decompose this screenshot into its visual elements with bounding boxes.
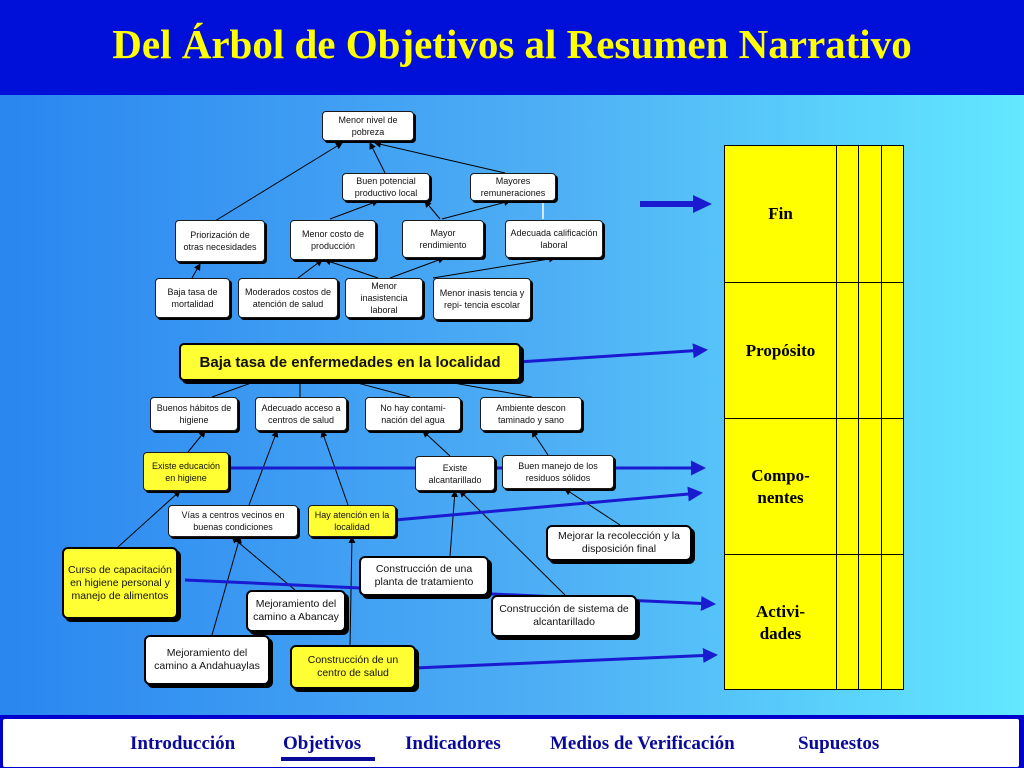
active-tab-underline — [281, 757, 375, 761]
matrix-row-line — [836, 554, 904, 555]
goal-moderados-costos: Moderados costos de atención de salud — [238, 278, 338, 318]
matrix-divider — [881, 146, 882, 689]
means-no-contaminacion: No hay contami- nación del agua — [365, 397, 461, 431]
bottom-nav: Introducción Objetivos Indicadores Medio… — [0, 733, 1024, 759]
footer-bar — [3, 719, 1019, 767]
matrix-row-componentes: Compo- nentes — [725, 419, 836, 555]
means-existe-alcantarillado: Existe alcantarillado — [415, 456, 495, 491]
goal-priorizacion: Priorización de otras necesidades — [175, 220, 265, 262]
matrix-row-line — [836, 418, 904, 419]
means-manejo-residuos: Buen manejo de los residuos sólidos — [502, 455, 614, 489]
goal-baja-mortalidad: Baja tasa de mortalidad — [155, 278, 230, 318]
action-camino-andahuaylas: Mejoramiento del camino a Andahuaylas — [144, 635, 270, 685]
goal-buen-potencial: Buen potencial productivo local — [342, 173, 430, 201]
matrix-divider — [858, 146, 859, 689]
means-educacion-higiene: Existe educación en higiene — [143, 452, 229, 491]
means-buenos-habitos: Buenos hábitos de higiene — [150, 397, 238, 431]
goal-mayor-rendimiento: Mayor rendimiento — [402, 220, 484, 258]
means-vias-centros: Vías a centros vecinos en buenas condici… — [168, 505, 298, 537]
action-recoleccion: Mejorar la recolección y la disposición … — [546, 525, 692, 561]
page-title: Del Árbol de Objetivos al Resumen Narrat… — [112, 21, 912, 67]
action-sistema-alcantarillado: Construcción de sistema de alcantarillad… — [491, 595, 637, 637]
central-objective: Baja tasa de enfermedades en la localida… — [179, 343, 521, 381]
means-adecuado-acceso: Adecuado acceso a centros de salud — [255, 397, 347, 431]
action-planta-tratamiento: Construcción de una planta de tratamient… — [359, 556, 489, 596]
action-curso-capacitacion: Curso de capacitación en higiene persona… — [62, 547, 178, 619]
nav-medios-verificacion[interactable]: Medios de Verificación — [550, 733, 735, 754]
goal-menor-inasistencia-escolar: Menor inasis tencia y repi- tencia escol… — [433, 278, 531, 320]
nav-supuestos[interactable]: Supuestos — [798, 733, 880, 754]
matrix-row-fin: Fin — [725, 146, 836, 283]
footer: Introducción Objetivos Indicadores Medio… — [0, 715, 1024, 768]
nav-introduccion[interactable]: Introducción — [130, 733, 236, 754]
goal-adecuada-calificacion: Adecuada calificación laboral — [505, 220, 603, 258]
matrix-row-proposito: Propósito — [725, 283, 836, 419]
header-bar: Del Árbol de Objetivos al Resumen Narrat… — [0, 0, 1024, 95]
goal-menor-costo: Menor costo de producción — [290, 220, 376, 260]
narrative-matrix: Fin Propósito Compo- nentes Activi- dade… — [724, 145, 904, 690]
matrix-row-line — [836, 282, 904, 283]
matrix-divider — [836, 146, 837, 689]
goal-menor-inasistencia-laboral: Menor inasistencia laboral — [345, 278, 423, 318]
nav-objetivos[interactable]: Objetivos — [283, 733, 362, 754]
means-atencion-localidad: Hay atención en la localidad — [308, 505, 396, 537]
nav-indicadores[interactable]: Indicadores — [405, 733, 501, 754]
goal-menor-pobreza: Menor nivel de pobreza — [322, 111, 414, 141]
means-ambiente-descontaminado: Ambiente descon taminado y sano — [480, 397, 582, 431]
action-camino-abancay: Mejoramiento del camino a Abancay — [246, 590, 346, 632]
action-centro-salud: Construcción de un centro de salud — [290, 645, 416, 689]
matrix-row-actividades: Activi- dades — [755, 602, 806, 643]
goal-mayores-remuneraciones: Mayores remuneraciones — [470, 173, 556, 201]
